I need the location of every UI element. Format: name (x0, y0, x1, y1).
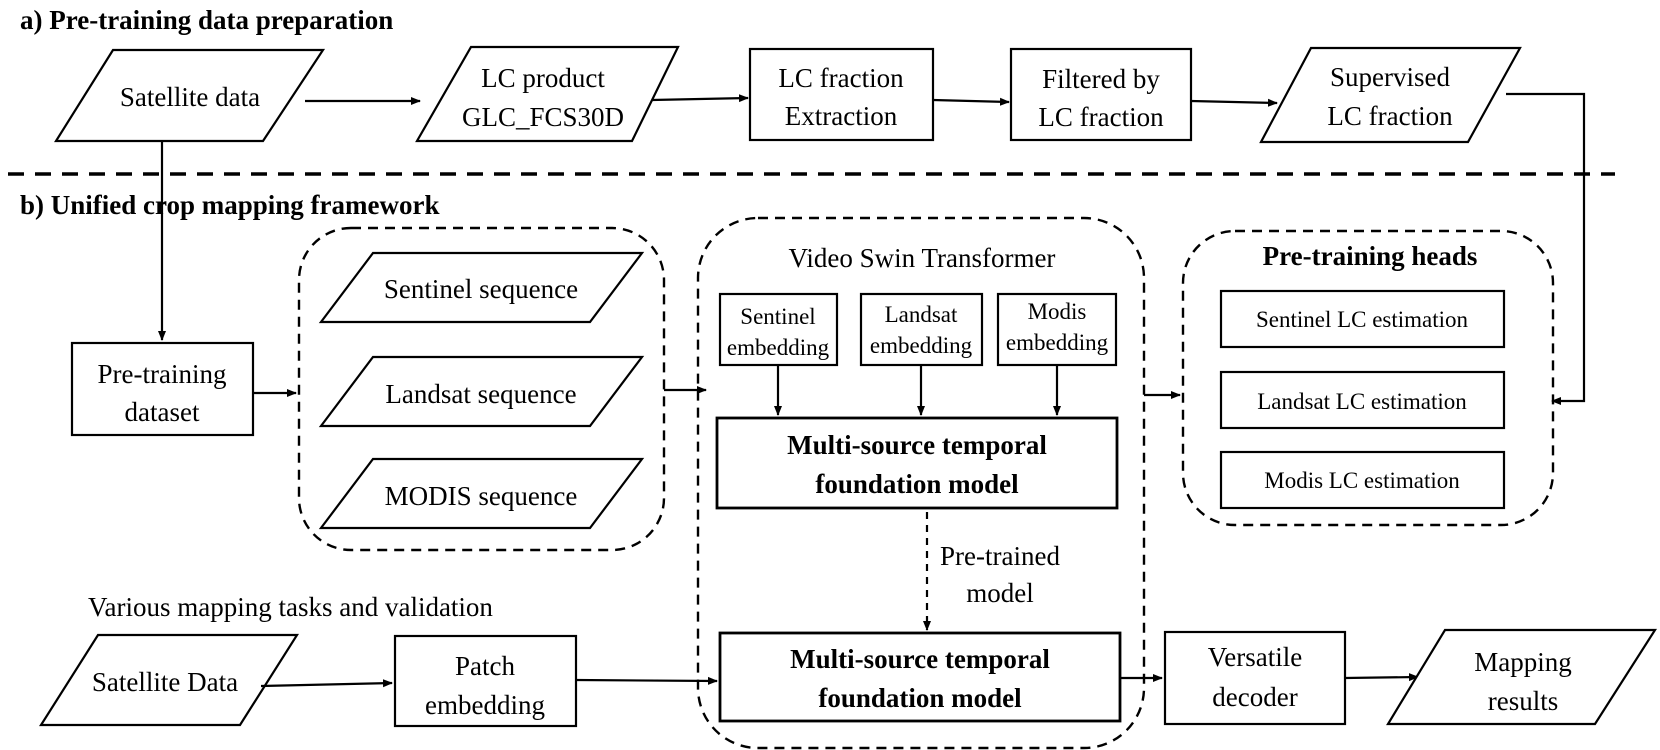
supervised-line2: LC fraction (1327, 101, 1453, 131)
arrow-decoder-to-results (1344, 673, 1419, 682)
pretrained-model-line1: Pre-trained (940, 541, 1060, 571)
modis-embedding-line1: Modis (1028, 299, 1087, 324)
landsat-lc-estimation-node: Landsat LC estimation (1219, 370, 1506, 430)
sentinel-sequence-label: Sentinel sequence (384, 274, 578, 304)
modis-lc-estimation-node: Modis LC estimation (1219, 450, 1506, 510)
foundation-model-pretrain-node: Multi-source temporal foundation model (715, 416, 1119, 510)
pretraining-heads-title: Pre-training heads (1263, 241, 1478, 271)
filtered-line1: Filtered by (1042, 64, 1160, 94)
foundation-model-finetune-node: Multi-source temporal foundation model (718, 631, 1122, 723)
lc-product-label-line2: GLC_FCS30D (462, 102, 624, 132)
modis-lc-estimation-label: Modis LC estimation (1264, 468, 1460, 493)
landsat-embedding-line2: embedding (870, 333, 973, 358)
mapping-tasks-title: Various mapping tasks and validation (88, 592, 493, 622)
arrow-lcproduct-to-extraction (651, 94, 749, 103)
mapping-results-line1: Mapping (1474, 647, 1572, 677)
supervised-line1: Supervised (1330, 62, 1450, 92)
arrow-supervised-to-heads (1506, 92, 1586, 405)
foundation-model-finetune-line2: foundation model (818, 683, 1022, 713)
sentinel-lc-estimation-node: Sentinel LC estimation (1219, 289, 1506, 349)
pretraining-dataset-node: Pre-training dataset (70, 341, 255, 437)
patch-embedding-node: Patch embedding (393, 634, 578, 728)
video-swin-transformer-group (696, 216, 1146, 750)
arrow-extraction-to-filtered (932, 97, 1010, 106)
pretraining-dataset-line1: Pre-training (98, 359, 227, 389)
lc-fraction-extraction-node: LC fraction Extraction (748, 47, 935, 142)
patch-embedding-line2: embedding (425, 690, 545, 720)
mapping-results-line2: results (1488, 686, 1559, 716)
section-a-title: a) Pre-training data preparation (20, 5, 393, 35)
foundation-model-finetune-line1: Multi-source temporal (790, 644, 1050, 674)
arrow-patch-to-model (575, 676, 718, 685)
sentinel-embedding-line2: embedding (727, 335, 830, 360)
patch-embedding-line1: Patch (455, 651, 515, 681)
section-b-title: b) Unified crop mapping framework (20, 190, 440, 220)
landsat-sequence-label: Landsat sequence (385, 379, 576, 409)
pretraining-dataset-line2: dataset (125, 397, 200, 427)
landsat-embedding-line1: Landsat (885, 302, 958, 327)
versatile-decoder-line1: Versatile (1208, 642, 1302, 672)
foundation-model-pretrain-line2: foundation model (815, 469, 1019, 499)
lc-product-node: LC product GLC_FCS30D (415, 45, 680, 143)
arrow-satellite-to-patch (260, 679, 393, 688)
landsat-sequence-node: Landsat sequence (318, 355, 645, 428)
modis-sequence-node: MODIS sequence (318, 457, 645, 530)
landsat-lc-estimation-label: Landsat LC estimation (1257, 389, 1467, 414)
satellite-data-label: Satellite data (120, 82, 260, 112)
sentinel-embedding-line1: Sentinel (740, 304, 815, 329)
lc-fraction-extraction-line2: Extraction (785, 101, 898, 131)
versatile-decoder-line2: decoder (1212, 682, 1297, 712)
sentinel-sequence-node: Sentinel sequence (318, 251, 645, 324)
satellite-data-node: Satellite data (54, 48, 326, 143)
pretrained-model-line2: model (966, 578, 1034, 608)
modis-embedding-node: Modis embedding (996, 292, 1118, 367)
sentinel-lc-estimation-label: Sentinel LC estimation (1256, 307, 1469, 332)
satellite-data-task-node: Satellite Data (39, 633, 299, 727)
sentinel-embedding-node: Sentinel embedding (718, 292, 839, 367)
mapping-results-node: Mapping results (1386, 628, 1658, 726)
lc-fraction-extraction-line1: LC fraction (778, 63, 904, 93)
versatile-decoder-node: Versatile decoder (1163, 630, 1347, 726)
filtered-line2: LC fraction (1038, 102, 1164, 132)
supervised-lc-fraction-node: Supervised LC fraction (1259, 46, 1522, 144)
landsat-embedding-node: Landsat embedding (859, 292, 984, 367)
lc-product-label-line1: LC product (481, 63, 605, 93)
video-swin-transformer-title: Video Swin Transformer (789, 243, 1056, 273)
filtered-by-lc-fraction-node: Filtered by LC fraction (1009, 47, 1193, 142)
modis-sequence-label: MODIS sequence (385, 481, 578, 511)
pretraining-heads-group (1181, 229, 1555, 527)
foundation-model-pretrain-line1: Multi-source temporal (787, 430, 1047, 460)
modis-embedding-line2: embedding (1006, 330, 1109, 355)
satellite-data-task-label: Satellite Data (92, 667, 238, 697)
arrow-filtered-to-supervised (1190, 98, 1278, 107)
